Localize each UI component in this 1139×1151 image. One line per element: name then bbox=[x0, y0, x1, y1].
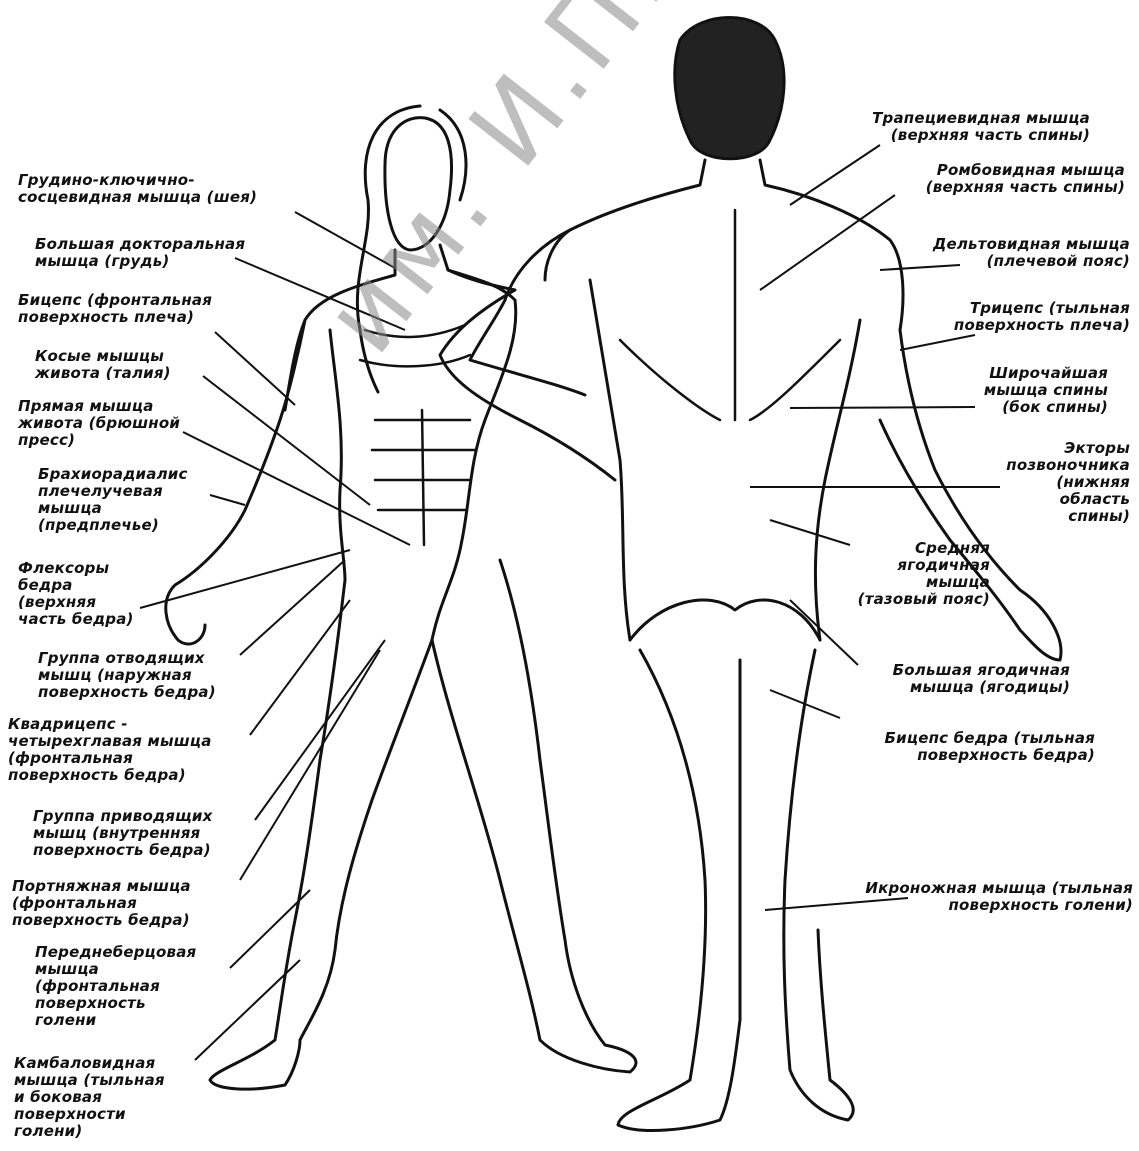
label-calf: Икроножная мышца (тыльная поверхность го… bbox=[865, 880, 1133, 914]
label-scm: Грудино-ключично- сосцевидная мышца (шея… bbox=[18, 172, 257, 206]
back-torso bbox=[590, 280, 860, 640]
back-glutes bbox=[630, 600, 820, 640]
label-lats: Широчайшая мышца спины (бок спины) bbox=[984, 365, 1108, 416]
back-neck-shoulders bbox=[505, 160, 903, 330]
front-right-leg bbox=[432, 560, 636, 1072]
back-lats bbox=[620, 210, 840, 420]
front-right-arm bbox=[440, 270, 615, 480]
label-hams: Бицепс бедра (тыльная поверхность бедра) bbox=[885, 730, 1095, 764]
label-soleus: Камбаловидная мышца (тыльная и боковая п… bbox=[14, 1055, 165, 1140]
front-abs bbox=[360, 325, 475, 545]
label-rhomb: Ромбовидная мышца (верхняя часть спины) bbox=[926, 162, 1125, 196]
label-obliques: Косые мышцы живота (талия) bbox=[35, 348, 171, 382]
label-sartorius: Портняжная мышца (фронтальная поверхност… bbox=[12, 878, 191, 929]
label-tibialis: Переднеберцовая мышца (фронтальная повер… bbox=[35, 944, 196, 1029]
label-erectors: Экторы позвоночника (нижняя область спин… bbox=[1006, 440, 1130, 525]
label-quads: Квадрицепс - четырехглавая мышца (фронта… bbox=[8, 716, 212, 784]
label-adductors: Группа приводящих мышц (внутренняя повер… bbox=[33, 808, 212, 859]
label-brachio: Брахиорадиалис плечелучевая мышца (предп… bbox=[38, 466, 188, 534]
back-left-arm bbox=[470, 230, 585, 395]
label-abductors: Группа отводящих мышц (наружная поверхно… bbox=[38, 650, 216, 701]
label-triceps: Трицепс (тыльная поверхность плеча) bbox=[954, 300, 1130, 334]
label-trap: Трапециевидная мышца (верхняя часть спин… bbox=[872, 110, 1090, 144]
back-head bbox=[675, 18, 784, 159]
front-torso bbox=[166, 245, 516, 644]
label-hipflex: Флексоры бедра (верхняя часть бедра) bbox=[18, 560, 134, 628]
label-gmax: Большая ягодичная мышца (ягодицы) bbox=[893, 662, 1070, 696]
back-right-leg bbox=[740, 650, 853, 1120]
label-delt: Дельтовидная мышца (плечевой пояс) bbox=[933, 236, 1130, 270]
label-pect: Большая докторальная мышца (грудь) bbox=[35, 236, 245, 270]
label-gmed: Средняя ягодичная мышца (тазовый пояс) bbox=[858, 540, 990, 608]
label-biceps: Бицепс (фронтальная поверхность плеча) bbox=[18, 292, 212, 326]
label-rectus: Прямая мышца живота (брюшной пресс) bbox=[18, 398, 180, 449]
front-face bbox=[385, 118, 452, 250]
